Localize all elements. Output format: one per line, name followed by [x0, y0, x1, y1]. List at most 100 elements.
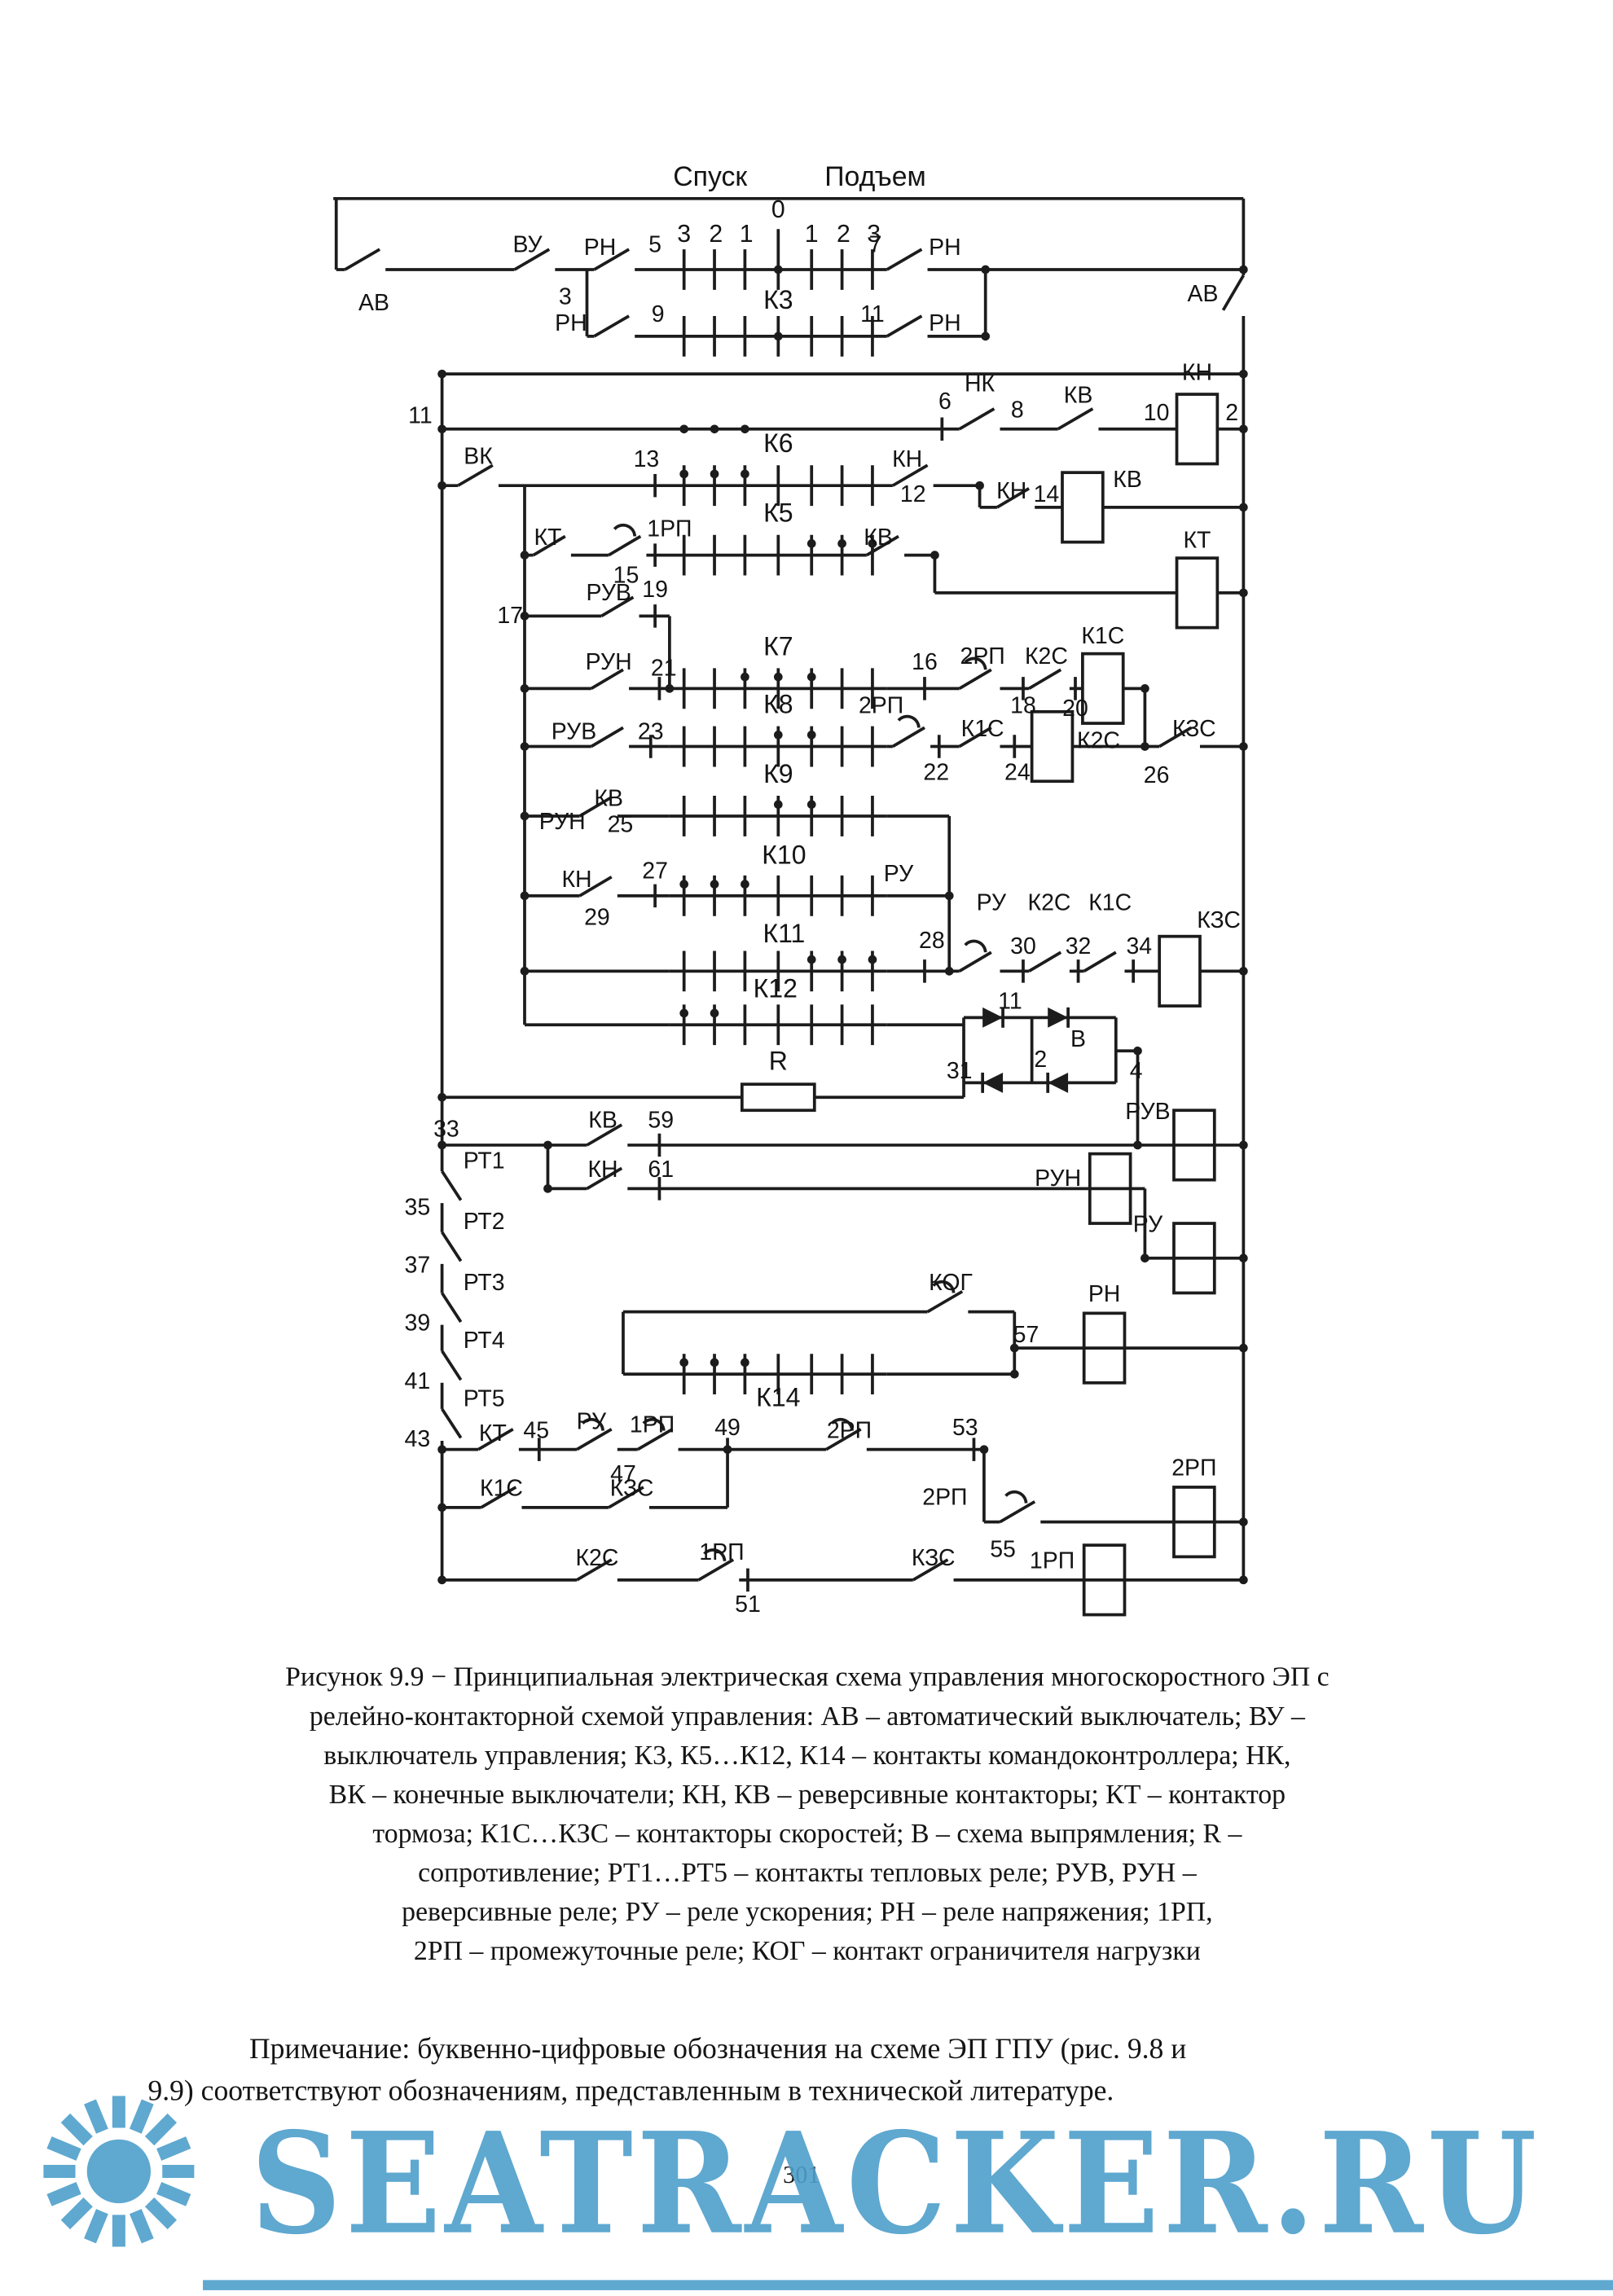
schematic-label-35: 35: [405, 1194, 431, 1220]
schematic-label-39: 39: [405, 1310, 431, 1337]
schematic-label-К1С: К1С: [961, 716, 1004, 742]
schematic-label-АВ: АВ: [358, 290, 389, 316]
schematic-label-1: 1: [740, 221, 754, 248]
schematic-label-РТ4: РТ4: [464, 1328, 505, 1354]
coil-kt: [1175, 556, 1220, 630]
schematic-label-2: 2: [1225, 400, 1238, 426]
schematic-label-37: 37: [405, 1253, 431, 1279]
junction-dots: [437, 265, 1248, 1585]
coil-k3s: [1158, 934, 1202, 1008]
schematic-label-РУН: РУН: [1035, 1166, 1081, 1192]
row-k8-right: [886, 735, 1244, 758]
diode-icon: [982, 1072, 1004, 1093]
schematic-label-КОГ: КОГ: [929, 1270, 973, 1296]
schematic-label-РН: РН: [929, 310, 961, 336]
schematic-label-6: 6: [938, 389, 952, 415]
schematic-label-1РП: 1РП: [1030, 1548, 1075, 1574]
schematic-label-КЗС: КЗС: [1172, 716, 1216, 742]
schematic-label-18: 18: [1010, 693, 1036, 719]
schematic-label-РУВ: РУВ: [1125, 1099, 1170, 1125]
schematic-label-3: 3: [867, 221, 881, 248]
contact-arcs: [581, 523, 1028, 1561]
schematic-label-59: 59: [648, 1108, 674, 1134]
schematic-label-К9: К9: [763, 759, 793, 788]
caption-line: Рисунок 9.9 − Принципиальная электрическ…: [285, 1662, 1330, 1692]
coil-k1s: [1081, 652, 1125, 725]
drum-dots: [679, 265, 877, 1368]
schematic-label-К12: К12: [754, 973, 798, 1003]
schematic: СпускПодъем3210123АВВУ3РН5РН9К37РН11РНАВ…: [333, 161, 1248, 1618]
schematic-label-3: 3: [677, 221, 691, 248]
schematic-label-КВ: КВ: [1064, 383, 1093, 409]
schematic-label-43: 43: [405, 1426, 431, 1452]
schematic-label-2: 2: [837, 221, 850, 248]
bridge-wire: [442, 1016, 1140, 1145]
schematic-label-К1С: К1С: [1088, 890, 1132, 916]
schematic-label-19: 19: [642, 577, 668, 603]
schematic-label-ВУ: ВУ: [512, 232, 543, 258]
bottom-rows-wire: [442, 1133, 1244, 1592]
schematic-label-КТ: КТ: [1183, 528, 1211, 554]
schematic-label-11: 11: [408, 403, 433, 429]
sun-icon: [43, 2096, 195, 2247]
schematic-label-РН: РН: [1088, 1281, 1121, 1307]
schematic-label-32: 32: [1066, 933, 1092, 959]
schematic-label-8: 8: [1011, 397, 1024, 424]
schematic-label-РУ: РУ: [977, 890, 1007, 916]
schematic-label-РН: РН: [584, 235, 617, 261]
schematic-label-В: В: [1070, 1026, 1086, 1052]
schematic-label-К10: К10: [762, 841, 806, 870]
schematic-label-К11: К11: [763, 919, 805, 948]
schematic-label-14: 14: [1034, 481, 1060, 507]
caption-line: тормоза; К1С…КЗС – контакторы скоростей;…: [372, 1819, 1242, 1849]
schematic-label-РУВ: РУВ: [586, 580, 631, 606]
schematic-label-31: 31: [947, 1058, 973, 1084]
watermark-text: SEATRACKER.RU: [251, 2103, 1540, 2266]
schematic-label-КН: КН: [587, 1157, 618, 1183]
schematic-label-11: 11: [998, 989, 1022, 1015]
schematic-label-55: 55: [990, 1536, 1016, 1562]
resistor-r: [740, 1082, 816, 1113]
schematic-label-51: 51: [735, 1591, 761, 1618]
caption-line: релейно-контакторной схемой управления: …: [310, 1701, 1306, 1732]
schematic-label-АВ: АВ: [1188, 281, 1219, 307]
diode-icon: [982, 1007, 1004, 1028]
schematic-label-КН: КН: [892, 446, 922, 472]
schematic-label-28: 28: [919, 928, 945, 954]
schematic-label-Спуск: Спуск: [673, 161, 747, 192]
figure-caption: Рисунок 9.9 − Принципиальная электрическ…: [285, 1662, 1330, 1966]
note-line: Примечание: буквенно-цифровые обозначени…: [249, 2032, 1186, 2065]
schematic-label-К2С: К2С: [1028, 890, 1071, 916]
schematic-label-2: 2: [1034, 1047, 1047, 1073]
schematic-label-К6: К6: [763, 428, 793, 458]
schematic-label-20: 20: [1062, 696, 1088, 722]
schematic-label-КН: КН: [996, 478, 1026, 504]
schematic-label-РН: РН: [929, 235, 961, 261]
schematic-label-РУВ: РУВ: [552, 719, 596, 745]
schematic-label-53: 53: [952, 1415, 978, 1441]
row-k6-wire: [442, 473, 1244, 509]
caption-line: 2РП – промежуточные реле; КОГ – контакт …: [414, 1936, 1201, 1966]
schematic-label-5: 5: [648, 232, 661, 258]
schematic-label-27: 27: [642, 858, 668, 884]
schematic-label-ВК: ВК: [464, 443, 493, 469]
schematic-label-1РП: 1РП: [630, 1411, 675, 1438]
schematic-label-Подъем: Подъем: [824, 161, 925, 192]
diode-icon: [1048, 1072, 1069, 1093]
schematic-label-7: 7: [869, 232, 882, 258]
schematic-label-29: 29: [584, 904, 610, 930]
schematic-label-КВ: КВ: [588, 1108, 618, 1134]
schematic-label-26: 26: [1144, 762, 1170, 788]
schematic-label-2: 2: [709, 221, 723, 248]
schematic-label-3: 3: [559, 284, 572, 310]
row-k7-right: [886, 677, 1147, 747]
schematic-label-КТ: КТ: [534, 525, 561, 551]
schematic-label-15: 15: [613, 562, 639, 588]
coils: [1030, 393, 1220, 1617]
schematic-label-РУ: РУ: [577, 1409, 607, 1435]
schematic-label-К5: К5: [763, 498, 793, 528]
schematic-label-КЗС: КЗС: [912, 1545, 956, 1571]
schematic-label-К2С: К2С: [1025, 643, 1068, 669]
schematic-label-R: R: [769, 1046, 788, 1075]
